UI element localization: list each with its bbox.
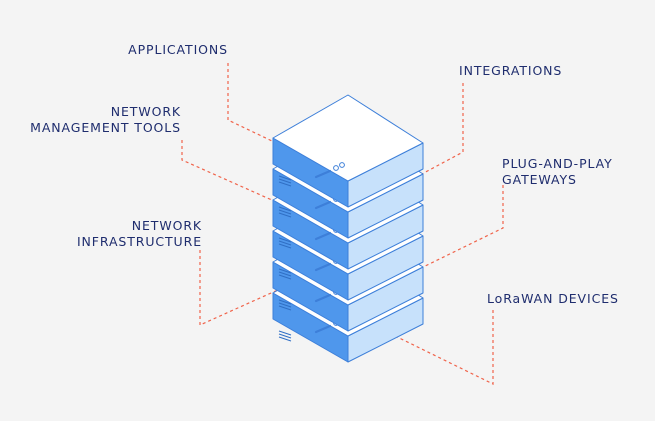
leader-infrastructure: [199, 250, 301, 326]
port-slot: [314, 200, 332, 210]
leader-integrations: [419, 83, 464, 176]
label-plug-and-play-gateways-line2: GATEWAYS: [502, 172, 577, 187]
port-indicator-icon: [314, 162, 345, 179]
vent-slot: [278, 299, 292, 305]
server-block-top-face: [272, 94, 424, 182]
server-block: [272, 94, 424, 208]
port-slot: [314, 293, 332, 303]
vent-slot: [278, 271, 292, 277]
vent-slot: [278, 181, 292, 187]
label-applications-text: APPLICATIONS: [128, 42, 228, 57]
vent-slot: [278, 336, 292, 342]
label-plug-and-play-gateways: PLUG-AND-PLAY GATEWAYS: [502, 156, 613, 188]
vent-slot: [278, 274, 292, 280]
vent-slot: [278, 240, 292, 246]
label-network-management-tools-line2: MANAGEMENT TOOLS: [30, 120, 181, 135]
vent-slot: [278, 175, 292, 181]
port-light: [333, 165, 339, 171]
label-network-infrastructure-line2: INFRASTRUCTURE: [76, 234, 202, 249]
vent-slot: [278, 209, 292, 215]
server-stack: [272, 94, 424, 363]
port-slot: [314, 231, 332, 241]
vent-slot: [278, 212, 292, 218]
label-lorawan-devices: LoRaWAN DEVICES: [487, 291, 619, 307]
label-plug-and-play-gateways-line1: PLUG-AND-PLAY: [502, 156, 613, 171]
port-slot: [314, 169, 332, 179]
vent-slot: [278, 178, 292, 184]
vent-slot: [278, 330, 292, 336]
vent-slot: [278, 268, 292, 274]
leader-applications: [227, 63, 273, 142]
leader-gateways: [416, 185, 504, 271]
label-network-management-tools-line1: NETWORK: [110, 104, 181, 119]
vent-slot: [278, 237, 292, 243]
port-slot: [314, 262, 332, 272]
label-integrations: INTEGRATIONS: [459, 63, 562, 79]
leader-lorawan: [382, 310, 494, 385]
vent-slot: [278, 243, 292, 249]
port-light: [339, 162, 345, 168]
port-slot: [314, 324, 332, 334]
vent-slot: [278, 206, 292, 212]
leader-lines: [181, 63, 504, 385]
label-lorawan-devices-text: LoRaWAN DEVICES: [487, 291, 619, 306]
label-integrations-text: INTEGRATIONS: [459, 63, 563, 78]
vent-slot: [278, 305, 292, 311]
label-network-infrastructure: NETWORK INFRASTRUCTURE: [77, 218, 202, 250]
leader-mgmt-tools: [181, 140, 311, 218]
vent-slot: [278, 333, 292, 339]
label-network-infrastructure-line1: NETWORK: [131, 218, 202, 233]
label-applications: APPLICATIONS: [128, 42, 228, 58]
label-network-management-tools: NETWORK MANAGEMENT TOOLS: [30, 104, 181, 136]
vent-slot: [278, 302, 292, 308]
